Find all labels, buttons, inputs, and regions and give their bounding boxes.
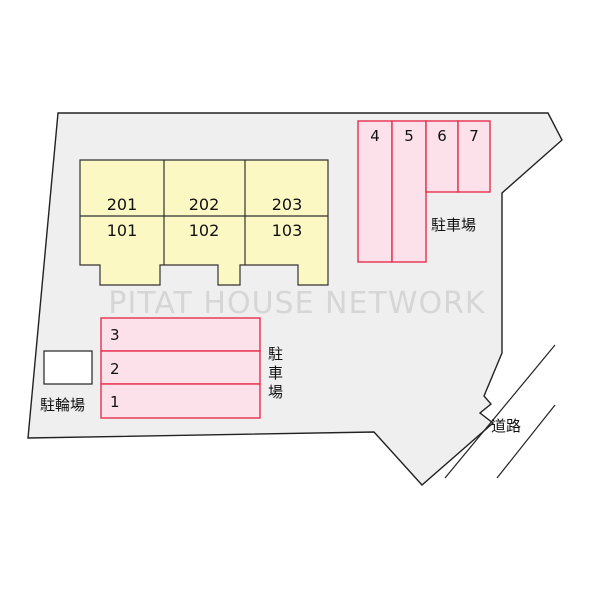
road-edge-line	[496, 404, 556, 479]
parking-bottom-label-char: 車	[268, 364, 283, 382]
parking-spot-3-label: 3	[110, 326, 120, 344]
parking-spot-7	[457, 120, 491, 193]
bicycle-parking-box	[43, 350, 93, 385]
parking-spot-5-label: 5	[404, 127, 414, 145]
road-label: 道路	[491, 417, 521, 435]
parking-spot-1	[100, 383, 261, 419]
parking-spot-4-label: 4	[370, 127, 380, 145]
bicycle-parking: 駐輪場	[40, 350, 93, 414]
parking-top-label: 駐車場	[431, 216, 476, 234]
unit-201: 201	[107, 195, 138, 214]
parking-bottom-label-char: 場	[268, 383, 283, 401]
road: 道路	[444, 344, 556, 479]
parking-area-top: 4 5 6 7 駐車場	[357, 120, 491, 263]
road-edge-line	[444, 344, 556, 479]
parking-spot-2-label: 2	[110, 360, 120, 378]
watermark: PITAT HOUSE NETWORK	[108, 286, 485, 321]
parking-spot-1-label: 1	[110, 393, 120, 411]
parking-spot-2	[100, 350, 261, 385]
parking-area-bottom: 3 2 1 駐 車 場	[100, 317, 283, 419]
unit-202: 202	[189, 195, 220, 214]
unit-103: 103	[272, 221, 303, 240]
building-outline	[79, 159, 329, 286]
parking-spot-3	[100, 317, 261, 352]
bicycle-parking-label: 駐輪場	[40, 396, 85, 414]
unit-102: 102	[189, 221, 220, 240]
parking-spot-7-label: 7	[469, 127, 479, 145]
parking-bottom-label-char: 駐	[268, 345, 283, 363]
unit-203: 203	[272, 195, 303, 214]
apartment-building: 201 202 203 101 102 103	[79, 159, 329, 286]
unit-101: 101	[107, 221, 138, 240]
parking-spot-6-label: 6	[437, 127, 447, 145]
